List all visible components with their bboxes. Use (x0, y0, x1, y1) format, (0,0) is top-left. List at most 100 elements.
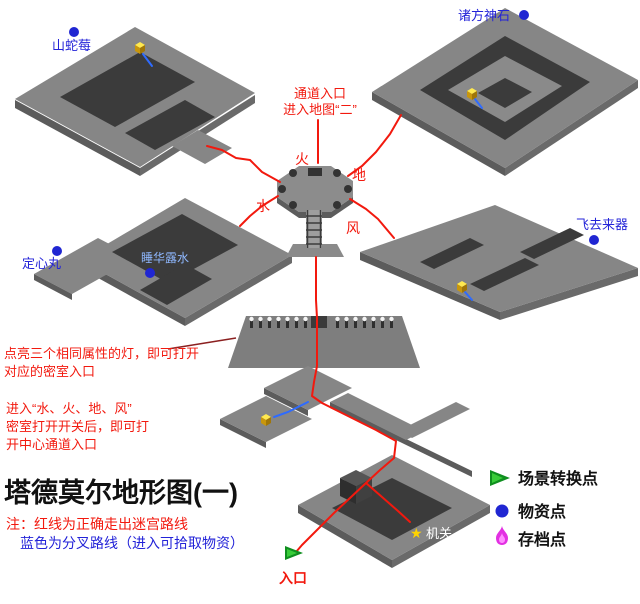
corridor (520, 228, 584, 259)
lamp-platform (228, 316, 420, 368)
platform-wall (372, 92, 505, 176)
scene-transition-arrow-icon (285, 546, 303, 560)
route-hub-to-topright (347, 114, 402, 177)
treasure-chest-icon (467, 88, 477, 100)
hub-label-wind: 风 (346, 220, 360, 236)
hub-pillar (333, 201, 341, 209)
label-boomerang: 飞去来器 (576, 217, 628, 232)
central-hub (277, 166, 353, 257)
hub-hatch (308, 168, 322, 176)
doorway (311, 316, 327, 328)
annotation-passage-2: 进入地图“二” (283, 102, 357, 117)
blue-item-labels: 山蛇莓 诸方神石 定心丸 飞去来器 (22, 8, 628, 271)
platform-wall (330, 402, 472, 477)
platform-wall (15, 100, 140, 176)
page-title: 塔德莫尔地形图(一) (4, 478, 238, 508)
hub-pillar (333, 169, 341, 177)
ladder (306, 210, 322, 248)
branch-topleft-chest (142, 53, 153, 67)
annotation-passage-1: 通道入口 (294, 86, 346, 101)
supply-point-icon (519, 10, 529, 20)
supply-point-icon (69, 27, 79, 37)
treasure-chest-icon (457, 281, 467, 293)
supply-point-icon (589, 235, 599, 245)
lamp-row (249, 316, 394, 328)
platform-arm (34, 238, 136, 294)
corridor (125, 100, 215, 150)
red-routes (206, 114, 411, 553)
corridor-center (478, 78, 532, 108)
platform-top-right (372, 8, 638, 176)
supply-point-icon (145, 268, 155, 278)
route-branch-mechanism (365, 482, 411, 523)
supply-point-icon (52, 246, 62, 256)
route-hub-to-midright (349, 198, 395, 239)
treasure-chest-icon (135, 42, 145, 54)
label-berry: 山蛇莓 (52, 38, 91, 53)
annotation-secret-3: 开中心通道入口 (6, 437, 97, 452)
walkway (330, 393, 424, 440)
legend-label-scene: 场景转换点 (518, 469, 598, 488)
platform-wall (500, 268, 638, 320)
corridor (112, 214, 238, 283)
pillar-left (340, 478, 356, 504)
red-annotations: 通道入口 进入地图“二” 火 地 水 风 点亮三个相同属性的灯，即可打开 对应的… (4, 86, 366, 586)
hub-pillar (289, 201, 297, 209)
legend: 场景转换点 物资点 存档点 (490, 469, 598, 549)
platform-wall (220, 419, 266, 448)
ladder-base (286, 244, 344, 257)
ladder-rungs (306, 210, 322, 248)
annotation-secret-2: 密室打开开关后，即可打 (6, 419, 149, 434)
platform-walkways (220, 366, 472, 477)
walkway-arm (398, 402, 470, 438)
label-entrance: 入口 (279, 570, 307, 586)
treasure-chest-icon (261, 414, 271, 426)
platform-floor (360, 205, 638, 312)
hub-floor (277, 166, 353, 212)
branch-midright-chest (464, 291, 473, 301)
corridor (420, 238, 484, 269)
platform-top-left (15, 27, 255, 176)
note-red-route: 注：红线为正确走出迷宫路线 (6, 516, 188, 532)
hub-pillar (289, 169, 297, 177)
scene-transition-arrow-icon (490, 470, 510, 486)
legend-label-supply: 物资点 (518, 502, 566, 521)
label-stone: 诸方神石 (458, 8, 510, 23)
legend-label-save: 存档点 (518, 530, 566, 549)
hub-label-fire: 火 (295, 151, 309, 167)
hub-pillar (278, 185, 286, 193)
supply-points (52, 10, 599, 278)
platform-bottom (298, 455, 490, 568)
route-hub-to-midleft (239, 195, 279, 227)
platform-wall (264, 388, 308, 416)
branch-bottom-chest (273, 401, 309, 418)
annotation-lamps-2: 对应的密室入口 (4, 364, 95, 379)
hub-label-earth: 地 (352, 167, 366, 183)
platform-wall (392, 505, 490, 568)
route-hub-to-topleft (206, 145, 281, 183)
platform-wall (185, 255, 292, 326)
annotation-secret-1: 进入“水、火、地、风” (6, 401, 132, 416)
supply-point-icon (495, 504, 509, 518)
label-mechanism: 机关 (426, 526, 452, 541)
hub-wall (277, 197, 353, 218)
route-main-south (295, 256, 397, 553)
platform-wall (34, 274, 72, 300)
branch-topright-chest (474, 98, 483, 109)
label-pill: 定心丸 (22, 256, 61, 271)
lamp-annotation-pointer (167, 337, 237, 350)
platform-wall (80, 260, 185, 326)
blue-branches (142, 53, 483, 418)
platform-wall (298, 505, 392, 568)
save-point-icon (496, 526, 508, 545)
corridor (60, 52, 195, 127)
platform-wall (360, 252, 500, 320)
platform-wall (505, 80, 638, 176)
platform-floor (228, 316, 420, 368)
platform-fragment (172, 130, 232, 164)
walkway (264, 366, 352, 410)
annotation-lamps-1: 点亮三个相同属性的灯，即可打开 (4, 346, 199, 361)
hub-pillar (344, 185, 352, 193)
